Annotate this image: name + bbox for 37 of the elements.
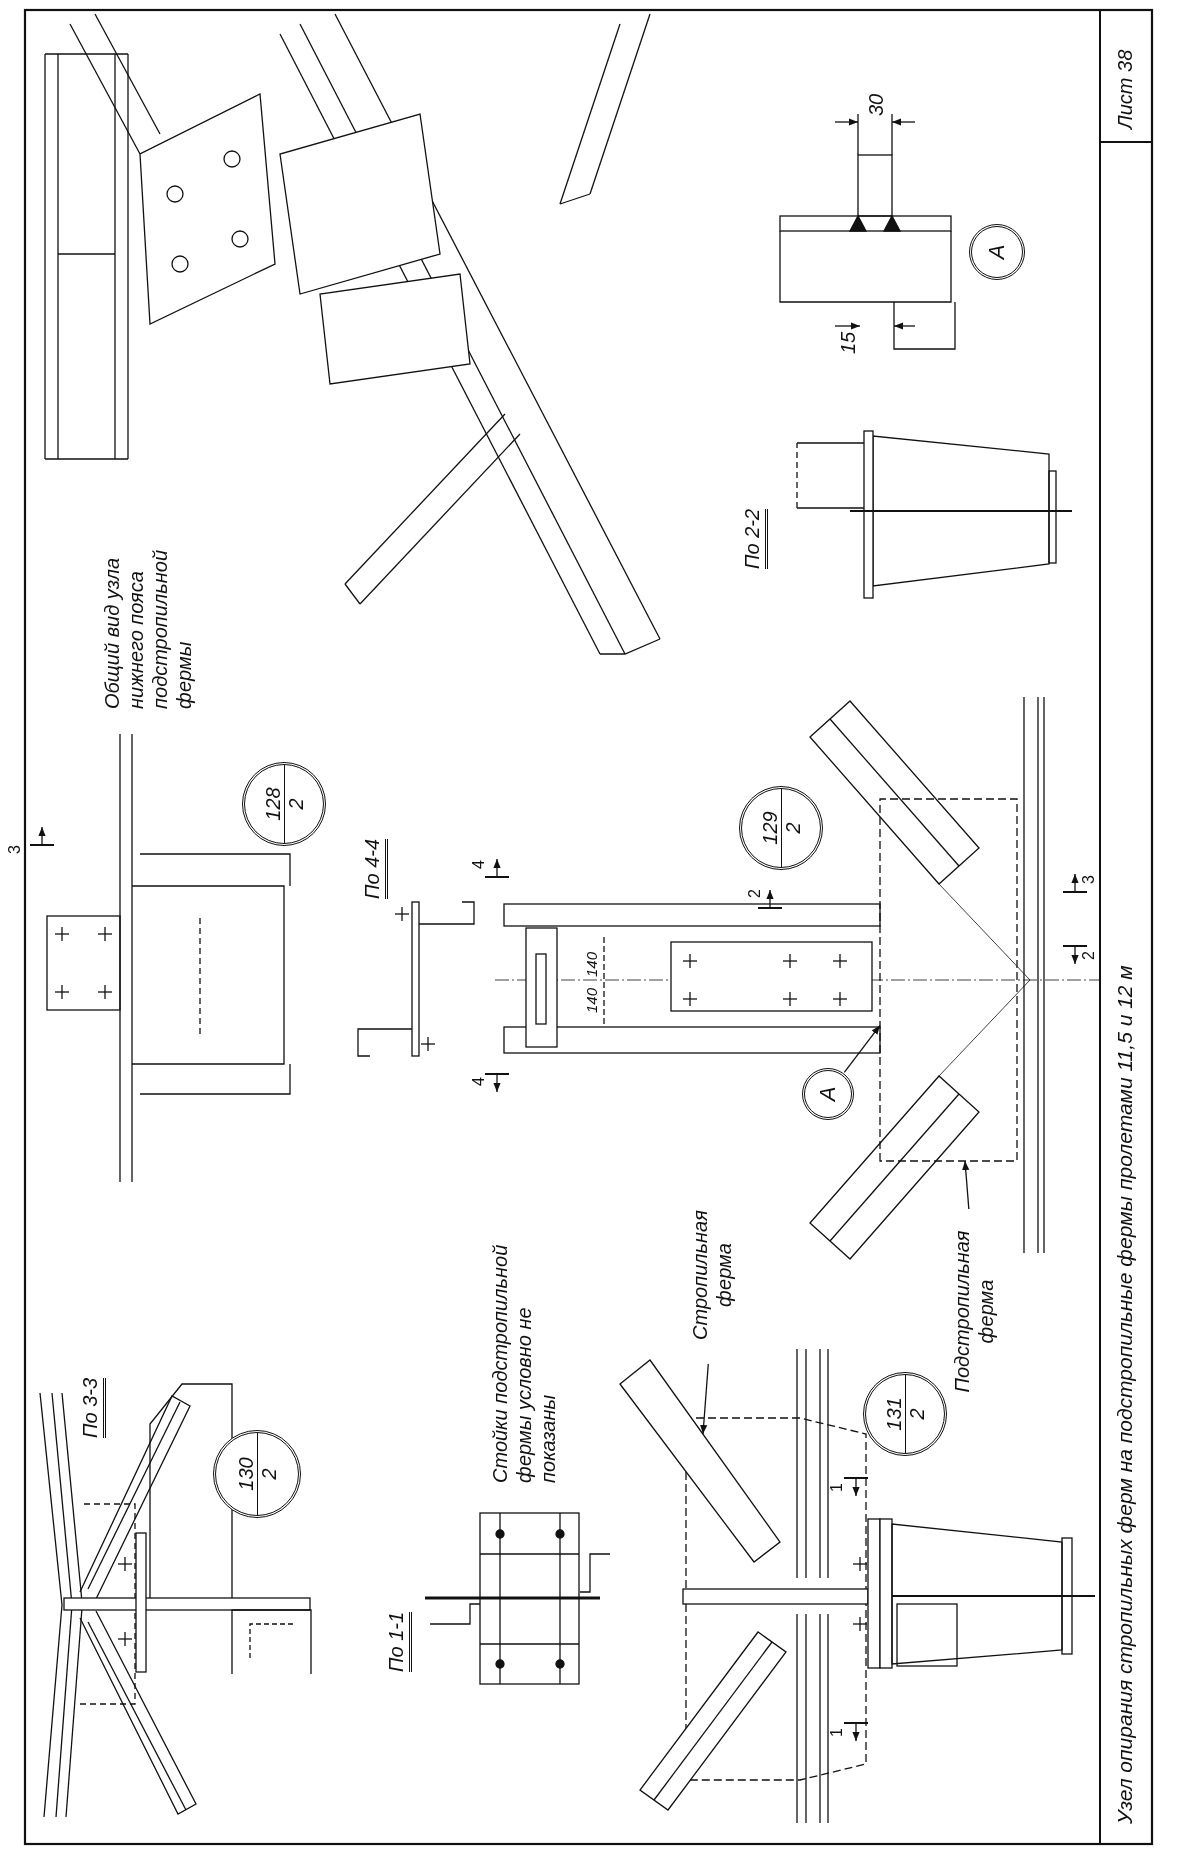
section-number: 1 [828,1483,846,1492]
section-number: 2 [1080,951,1098,960]
detail-callout: A [802,1068,854,1120]
dimension-value: 30 [864,93,888,116]
callout-number: 129 [758,811,781,845]
callout-number: 2 [781,822,804,834]
section-number: 3 [6,845,24,854]
dimension-value: 140 [582,987,601,1013]
callout-number: 2 [257,1468,280,1480]
view-title: По 1-1 [384,1611,412,1672]
leader-label: Стропильная ферма [688,1186,736,1364]
truss-angle [619,1359,781,1563]
leader-label: Подстропильная ферма [950,1209,998,1414]
leader-line [843,1024,881,1074]
callout-number: 2 [905,1408,928,1420]
sheet-number: Лист 38 [1113,49,1137,129]
view-title: По 2-2 [740,508,768,569]
callout-number: 130 [234,1457,257,1491]
dimension-value: 15 [836,331,860,354]
dimension-value: 140 [582,951,601,977]
section-number: 3 [1080,875,1098,884]
leader-line [700,1363,709,1435]
callout-number: 131 [882,1397,905,1431]
gusset-plate [879,798,1018,1162]
callout-number: 128 [261,787,284,821]
section-number: 4 [470,1077,488,1086]
leader-line [962,1160,970,1210]
section-number: 4 [470,860,488,869]
detail-callout: A [969,224,1025,280]
drawing-note: Стойки подстропильной фермы условно не показаны [488,1243,560,1483]
view-title: По 3-3 [78,1377,106,1438]
view-caption: Общий вид узла нижнего пояса подстропильной фермы [100,548,196,709]
drawing-title: Узел опирания стропильных ферм на подстропильные фермы пролетами 11,5 и 12 м [1113,965,1137,1824]
callout-number: 2 [284,798,307,810]
view-title: По 4-4 [360,838,388,899]
section-number: 1 [828,1728,846,1737]
section-number: 2 [746,889,764,898]
